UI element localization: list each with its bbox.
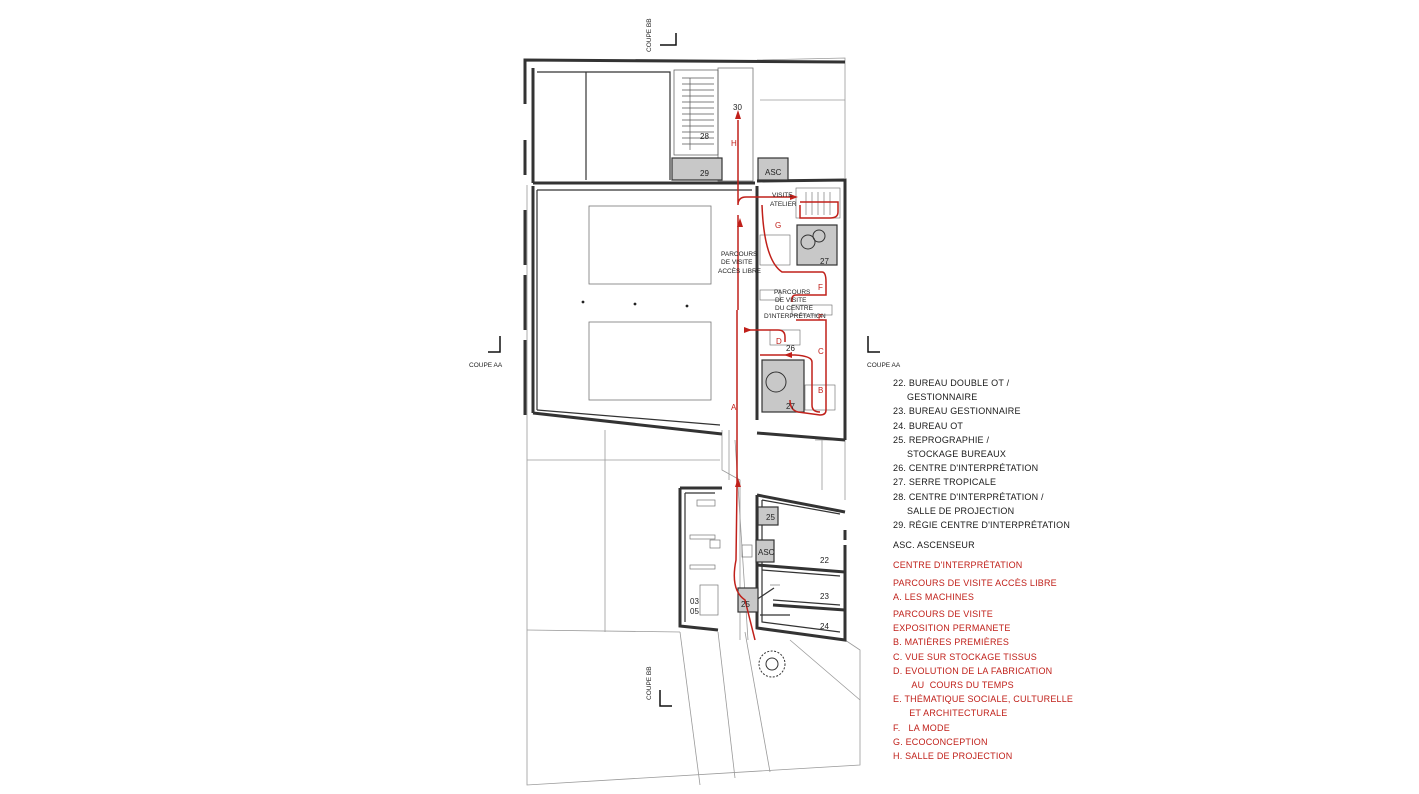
hall-rects	[588, 67, 754, 401]
room-28-label: 28	[700, 132, 709, 141]
legend-room-22-cont: GESTIONNAIRE	[907, 392, 978, 403]
legend-perm-item-b: B. MATIÈRES PREMIÈRES	[893, 637, 1010, 648]
legend-perm-item-e: E. THÉMATIQUE SOCIALE, CULTURELLE	[893, 694, 1074, 705]
legend-room-29: 29. RÉGIE CENTRE D'INTERPRÉTATION	[893, 520, 1071, 531]
hall-dots	[581, 300, 689, 308]
legend-room-27: 27. SERRE TROPICALE	[893, 477, 997, 488]
route-letter-f: F	[818, 283, 823, 292]
legend-perm-item-e-cont: ET ARCHITECTURALE	[893, 708, 1008, 719]
legend-room-25-cont: STOCKAGE BUREAUX	[907, 449, 1007, 460]
section-aa-right-label: COUPE AA	[867, 362, 901, 369]
visite-label-2: ATELIER	[770, 201, 797, 208]
legend-perm-item-f: F. LA MODE	[893, 722, 950, 733]
section-bb-bottom-label: COUPE BB	[646, 666, 653, 700]
room-05-label: 05	[690, 607, 699, 616]
route-letter-h: H	[731, 139, 737, 148]
route-letter-a: A	[731, 403, 737, 412]
furniture	[689, 499, 780, 616]
legend-perm-item-d: D. EVOLUTION DE LA FABRICATION	[893, 665, 1053, 676]
room-26-label: 26	[786, 344, 795, 353]
room-27-top-label: 27	[820, 257, 829, 266]
centre-label-3: DU CENTRE	[775, 305, 814, 312]
legend-room-28: 28. CENTRE D'INTERPRÉTATION /	[893, 491, 1044, 502]
route-letter-e: E	[818, 313, 823, 322]
site-outline	[526, 57, 861, 786]
legend-perm-title-2: EXPOSITION PERMANETE	[893, 623, 1011, 634]
legend-perm-title-1: PARCOURS DE VISITE	[893, 609, 993, 620]
route-letters: A B C D E F G H	[731, 139, 824, 412]
grey-rooms	[671, 157, 838, 613]
room-29-label: 29	[700, 169, 709, 178]
legend: 22. BUREAU DOUBLE OT / GESTIONNAIRE 23. …	[893, 376, 1093, 763]
libre-label-3: ACCÈS LIBRE	[718, 266, 762, 275]
room-22-label: 22	[820, 556, 829, 565]
room-30-label: 30	[733, 103, 742, 112]
room-25b-label: 25	[741, 600, 750, 609]
route-arrows	[735, 110, 798, 487]
fan-symbols	[758, 229, 826, 678]
room-labels: 30 28 29 ASC 27 26 27 25 ASC 22 25 23 24…	[690, 103, 829, 631]
walls	[523, 58, 847, 642]
centre-label-1: PARCOURS	[774, 289, 811, 296]
centre-label-2: DE VISITE	[775, 297, 807, 304]
legend-asc: ASC. ASCENSEUR	[893, 540, 975, 551]
legend-perm-item-g: G. ECOCONCEPTION	[893, 736, 988, 747]
centre-label-4: D'INTERPRÉTATION	[764, 311, 826, 320]
room-25a-label: 25	[766, 513, 775, 522]
section-bb-top-label: COUPE BB	[646, 18, 653, 52]
room-asc-bottom-label: ASC	[758, 548, 775, 557]
room-27-bottom-label: 27	[786, 402, 795, 411]
legend-room-23: 23. BUREAU GESTIONNAIRE	[893, 406, 1021, 417]
visitor-route	[733, 120, 839, 641]
route-letter-c: C	[818, 347, 824, 356]
route-annotations: VISITE ATELIER PARCOURS DE VISITE ACCÈS …	[718, 192, 826, 320]
legend-perm-item-d-cont: AU COURS DU TEMPS	[893, 680, 1014, 691]
route-letter-d: D	[776, 337, 782, 346]
legend-centre-title: CENTRE D'INTERPRÉTATION	[893, 560, 1023, 571]
libre-label-1: PARCOURS	[721, 251, 758, 258]
legend-room-26: 26. CENTRE D'INTERPRÉTATION	[893, 463, 1039, 474]
route-letter-b: B	[818, 386, 823, 395]
visite-label-1: VISITE	[772, 192, 793, 199]
legend-libre-title: PARCOURS DE VISITE ACCÈS LIBRE	[893, 577, 1057, 588]
legend-libre-item-a: A. LES MACHINES	[893, 591, 975, 602]
legend-room-25: 25. REPROGRAPHIE /	[893, 434, 990, 445]
stair-top	[673, 69, 719, 156]
legend-room-24: 24. BUREAU OT	[893, 420, 964, 431]
legend-perm-item-c: C. VUE SUR STOCKAGE TISSUS	[893, 651, 1037, 662]
section-aa-left-label: COUPE AA	[469, 362, 503, 369]
legend-room-28-cont: SALLE DE PROJECTION	[907, 505, 1015, 516]
legend-room-22: 22. BUREAU DOUBLE OT /	[893, 378, 1010, 388]
room-23-label: 23	[820, 592, 829, 601]
legend-perm-item-h: H. SALLE DE PROJECTION	[893, 751, 1013, 762]
room-24-label: 24	[820, 622, 829, 631]
room-03-label: 03	[690, 597, 699, 606]
section-marks	[488, 33, 880, 707]
section-labels: COUPE BB COUPE BB COUPE AA COUPE AA	[469, 18, 901, 700]
inner-walls	[536, 71, 841, 633]
room-asc-top-label: ASC	[765, 168, 782, 177]
route-letter-g: G	[775, 221, 781, 230]
libre-label-2: DE VISITE	[721, 259, 753, 266]
